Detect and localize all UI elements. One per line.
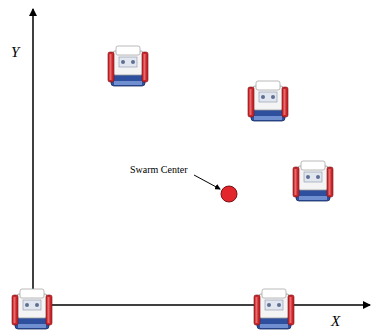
x-axis xyxy=(33,304,370,306)
y-axis xyxy=(32,9,34,305)
robot-icon xyxy=(248,81,288,121)
axis-label: Y xyxy=(11,45,19,60)
callout-label: Swarm Center xyxy=(130,165,188,175)
robot-icon xyxy=(108,46,148,86)
swarm-center-dot xyxy=(221,186,237,202)
robot-icon xyxy=(12,289,52,329)
axis-label: X xyxy=(331,314,340,329)
robot-icon xyxy=(293,161,333,201)
leader-arrow xyxy=(194,175,220,189)
robot-icon xyxy=(254,289,294,329)
